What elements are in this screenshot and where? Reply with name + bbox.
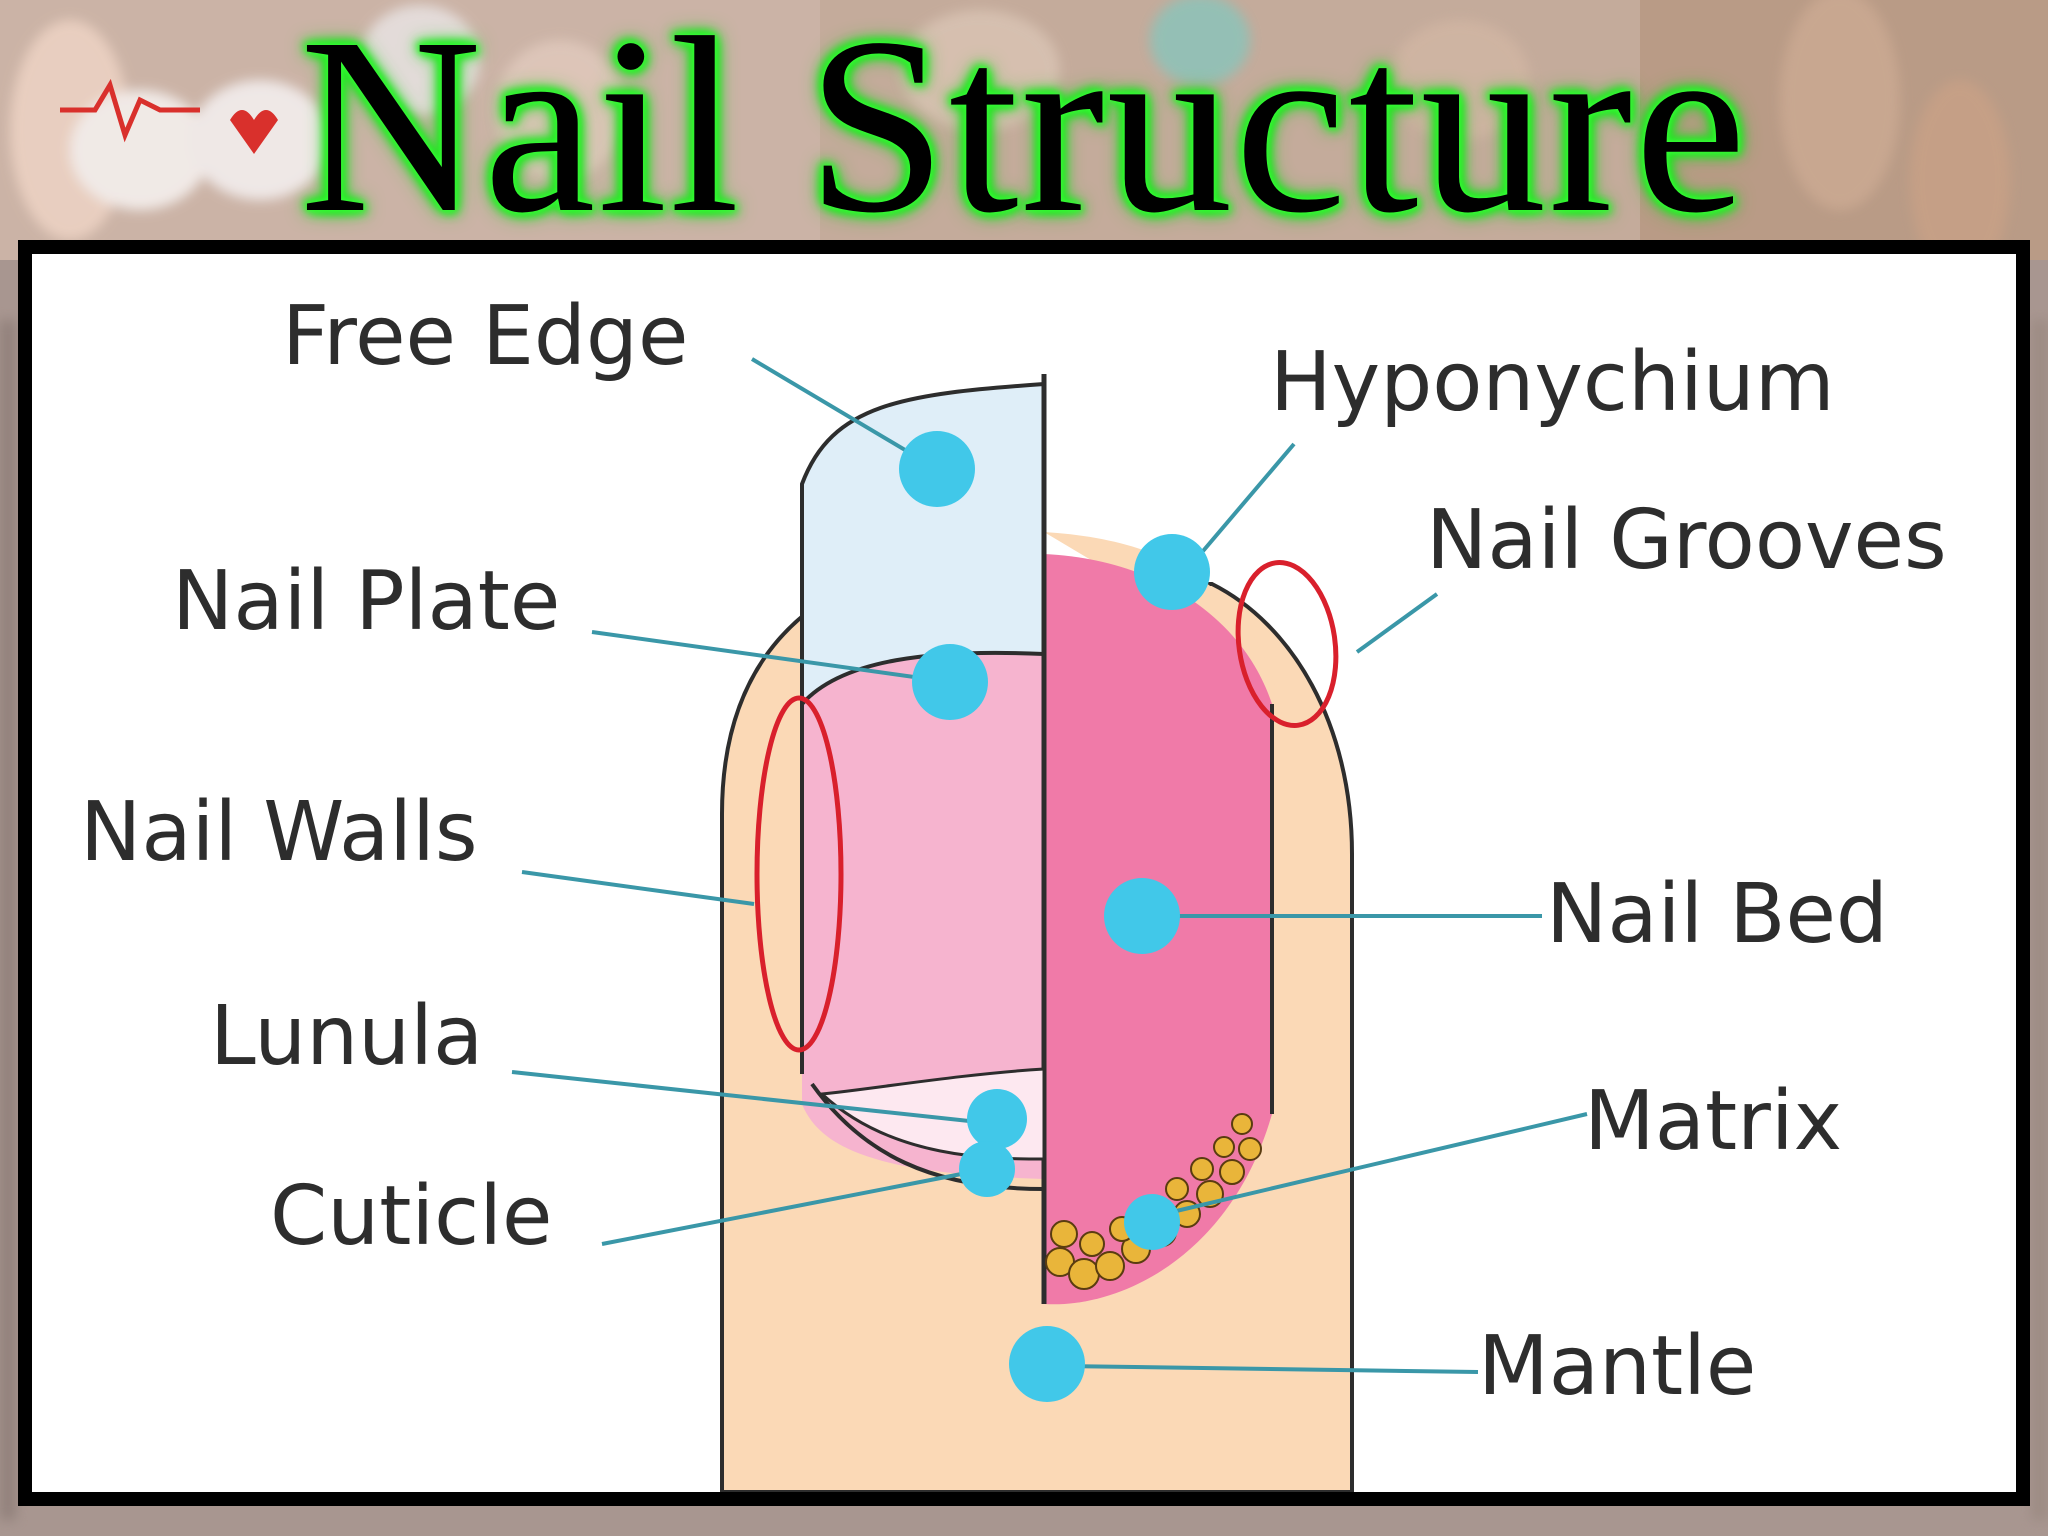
label-mantle: Mantle [1478, 1319, 1756, 1414]
label-nail-grooves: Nail Grooves [1426, 493, 1947, 588]
label-cuticle: Cuticle [270, 1169, 552, 1264]
free-edge-marker [899, 431, 975, 507]
label-matrix: Matrix [1584, 1074, 1842, 1169]
lunula-marker [967, 1089, 1027, 1149]
label-nail-walls: Nail Walls [80, 785, 478, 880]
label-nail-plate: Nail Plate [172, 554, 560, 649]
nail-bed-marker [1104, 878, 1180, 954]
nail-grooves-ring [1235, 560, 1339, 728]
label-lunula: Lunula [210, 989, 483, 1084]
nail-plate-marker [912, 644, 988, 720]
cuticle-marker [959, 1141, 1015, 1197]
label-free-edge: Free Edge [282, 289, 688, 384]
hyponychium-marker [1134, 534, 1210, 610]
slide-title: Nail Structure [299, 0, 1749, 265]
label-nail-bed: Nail Bed [1546, 867, 1888, 962]
nail-structure-diagram: Free Edge Nail Plate Nail Walls Lunula C… [80, 289, 1947, 1492]
mantle-marker [1009, 1326, 1085, 1402]
diagram-frame: Free Edge Nail Plate Nail Walls Lunula C… [18, 240, 2030, 1506]
leader-lines [511, 357, 1588, 1374]
nail-walls-ring [754, 695, 844, 1053]
matrix-marker [1124, 1194, 1180, 1250]
nail-plate-shape [802, 564, 1044, 1179]
marker-dots [899, 431, 1210, 1402]
label-hyponychium: Hyponychium [1270, 335, 1835, 430]
